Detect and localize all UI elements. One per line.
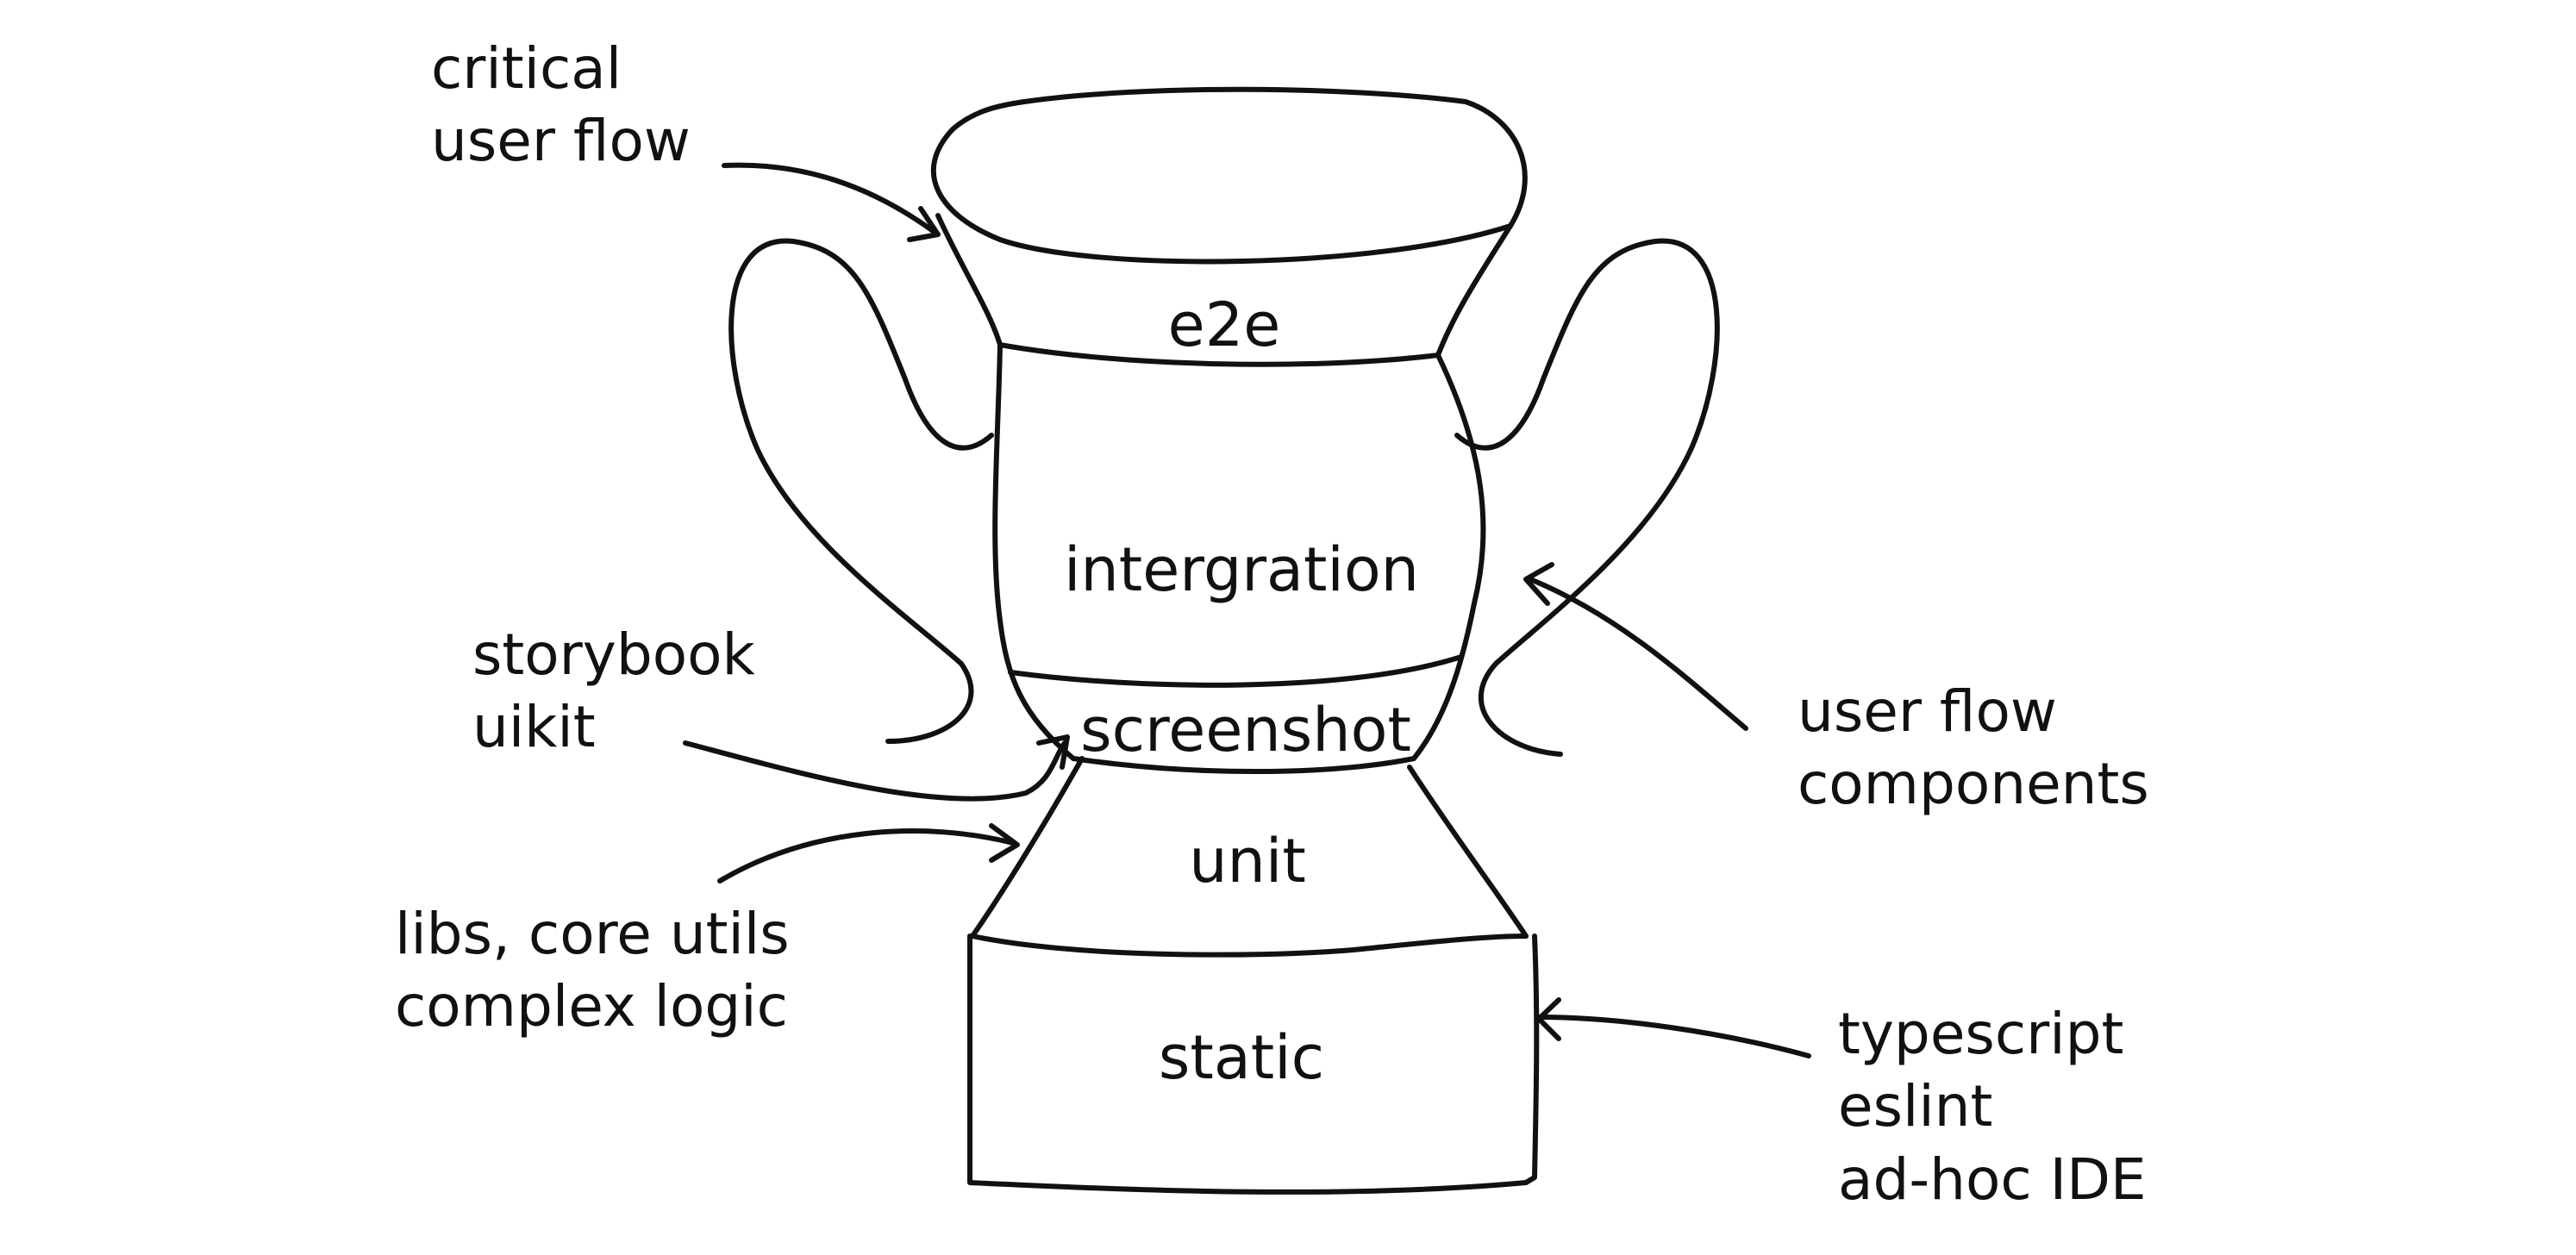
arrow-typescript [1536,1015,1811,1058]
annotation-line: libs, core utils [395,901,790,967]
arrow-libs [717,828,1016,883]
layer-unit: unit [1189,826,1306,897]
annotation-user-flow-components: user flow components [1798,676,2149,821]
arrow-storybook-head [1036,734,1070,770]
divider-e2e [997,342,1441,367]
stem-left [970,756,1085,939]
layer-static: static [1158,1022,1325,1094]
arrow-user-flow [1528,577,1748,731]
cup-bottom [1071,756,1416,774]
trophy-lid [930,86,1528,265]
annotation-line: components [1798,751,2149,818]
annotation-line: storybook [472,621,755,688]
divider-unit [970,933,1529,958]
annotation-storybook: storybook uikit [472,619,755,765]
annotation-line: complex logic [395,973,788,1040]
trophy-cup-left [935,213,1076,761]
annotation-typescript: typescript eslint ad-hoc IDE [1838,998,2147,1216]
annotation-line: eslint [1838,1073,1993,1140]
annotation-line: ad-hoc IDE [1838,1146,2147,1213]
layer-integration: intergration [1063,534,1420,606]
arrow-critical-head [907,206,941,242]
arrow-critical [722,162,938,235]
arrow-storybook [683,740,1067,802]
arrow-typescript-head [1536,997,1561,1041]
annotation-line: user flow [431,108,691,175]
arrow-user-flow-head [1523,562,1554,606]
annotation-line: uikit [472,694,596,761]
annotation-critical-user-flow: critical user flow [431,33,691,178]
handle-left [728,238,994,744]
arrow-libs-head [989,823,1020,863]
handle-right [1454,238,1720,757]
annotation-line: critical [431,35,622,102]
layer-screenshot: screenshot [1080,695,1411,766]
annotation-line: user flow [1798,678,2057,745]
annotation-libs: libs, core utils complex logic [395,898,790,1044]
layer-e2e: e2e [1167,290,1281,361]
divider-integration [1008,654,1464,688]
trophy-cup-right [1411,223,1513,761]
trophy-base [967,933,1540,1195]
annotation-line: typescript [1838,1001,2124,1067]
stem-right [1407,765,1529,939]
